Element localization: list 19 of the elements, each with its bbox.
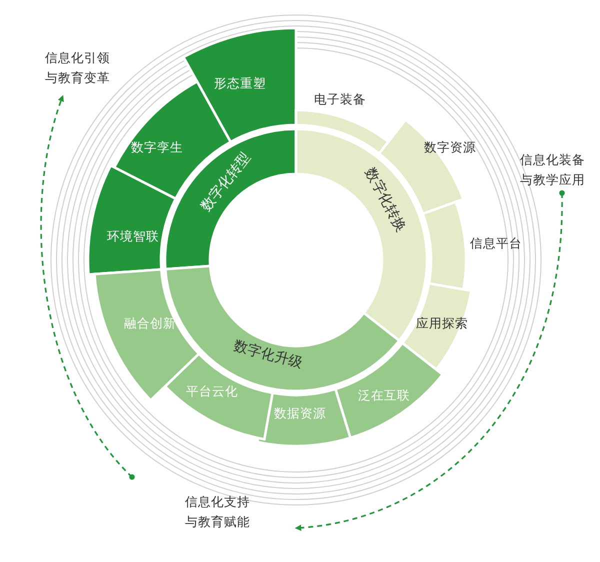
stage-label: 信息化装备与教学应用 [520, 151, 586, 189]
stage-label: 信息化支持与教育赋能 [185, 493, 251, 531]
segment-label: 数字化转换 [362, 165, 409, 235]
segment-label: 数字化转型 [198, 149, 254, 214]
dashed-arrow [40, 94, 135, 480]
segment-label: 数字资源 [424, 139, 476, 154]
segment-label: 泛在互联 [358, 387, 410, 402]
segment-label: 数据资源 [274, 405, 326, 420]
stage-label: 信息化引领与教育变革 [45, 49, 111, 87]
segment-label: 环境智联 [107, 228, 159, 244]
segment-label: 平台云化 [186, 383, 238, 398]
dashed-arrow [294, 190, 565, 531]
segment-label: 数字化升级 [232, 338, 304, 372]
segment-label: 融合创新 [124, 315, 176, 330]
segment-label: 形态重塑 [214, 75, 266, 90]
segment-label: 应用探索 [416, 315, 468, 330]
segment-label: 电子装备 [314, 91, 366, 106]
segment-label: 信息平台 [470, 235, 522, 250]
segment-label: 数字孪生 [131, 139, 183, 154]
